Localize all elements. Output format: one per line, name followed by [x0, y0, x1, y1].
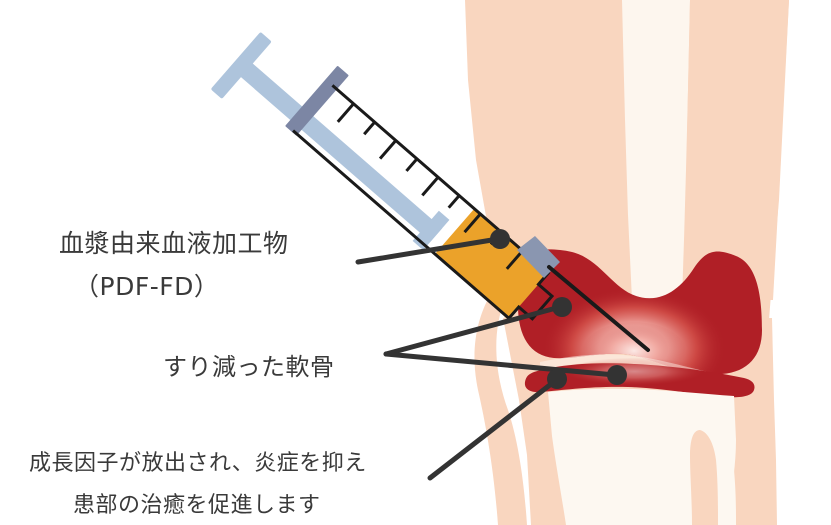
thigh-edge-right: [684, 0, 789, 300]
label-cartilage: すり減った軟骨: [163, 353, 335, 381]
leader-dot-cartilage-lower: [607, 365, 627, 385]
leader-lines: [355, 229, 627, 481]
syringe-fluid: [434, 208, 549, 319]
label-effect-line2: 患部の治癒を促進します: [73, 493, 321, 518]
tibia-body: [548, 388, 736, 525]
plunger-rod: [237, 60, 443, 242]
tibia-inflammation: [564, 358, 704, 386]
syringe-plunger: [211, 32, 450, 251]
leader-effect: [427, 378, 558, 481]
needle-shaft: [547, 265, 650, 352]
syringe-flange: [285, 66, 349, 136]
knee-contour-left: [474, 292, 527, 525]
plunger-thumbrest: [211, 32, 271, 99]
label-product-line2: （PDF-FD）: [74, 272, 219, 301]
tibia-fibula-gap: [710, 432, 736, 525]
leader-dot-cartilage-upper: [552, 297, 572, 317]
leader-product: [355, 236, 501, 265]
label-product-line1: 血漿由来血液加工物: [59, 229, 289, 258]
syringe: [211, 32, 650, 352]
fibula: [690, 430, 718, 525]
inflammation-glow-tibia: [564, 358, 704, 386]
joint-space: [540, 354, 726, 382]
label-effect-line1: 成長因子が放出され、炎症を抑え: [29, 451, 367, 476]
thigh-highlight: [622, 0, 690, 300]
leader-cartilage-upper: [383, 304, 563, 357]
leader-cartilage-lower: [383, 351, 618, 378]
leader-dot-effect: [547, 369, 567, 389]
text-labels: 血漿由来血液加工物 （PDF-FD） すり減った軟骨 成長因子が放出され、炎症を…: [29, 229, 367, 518]
plunger-seal: [412, 210, 450, 251]
leader-dot-product: [490, 229, 510, 249]
